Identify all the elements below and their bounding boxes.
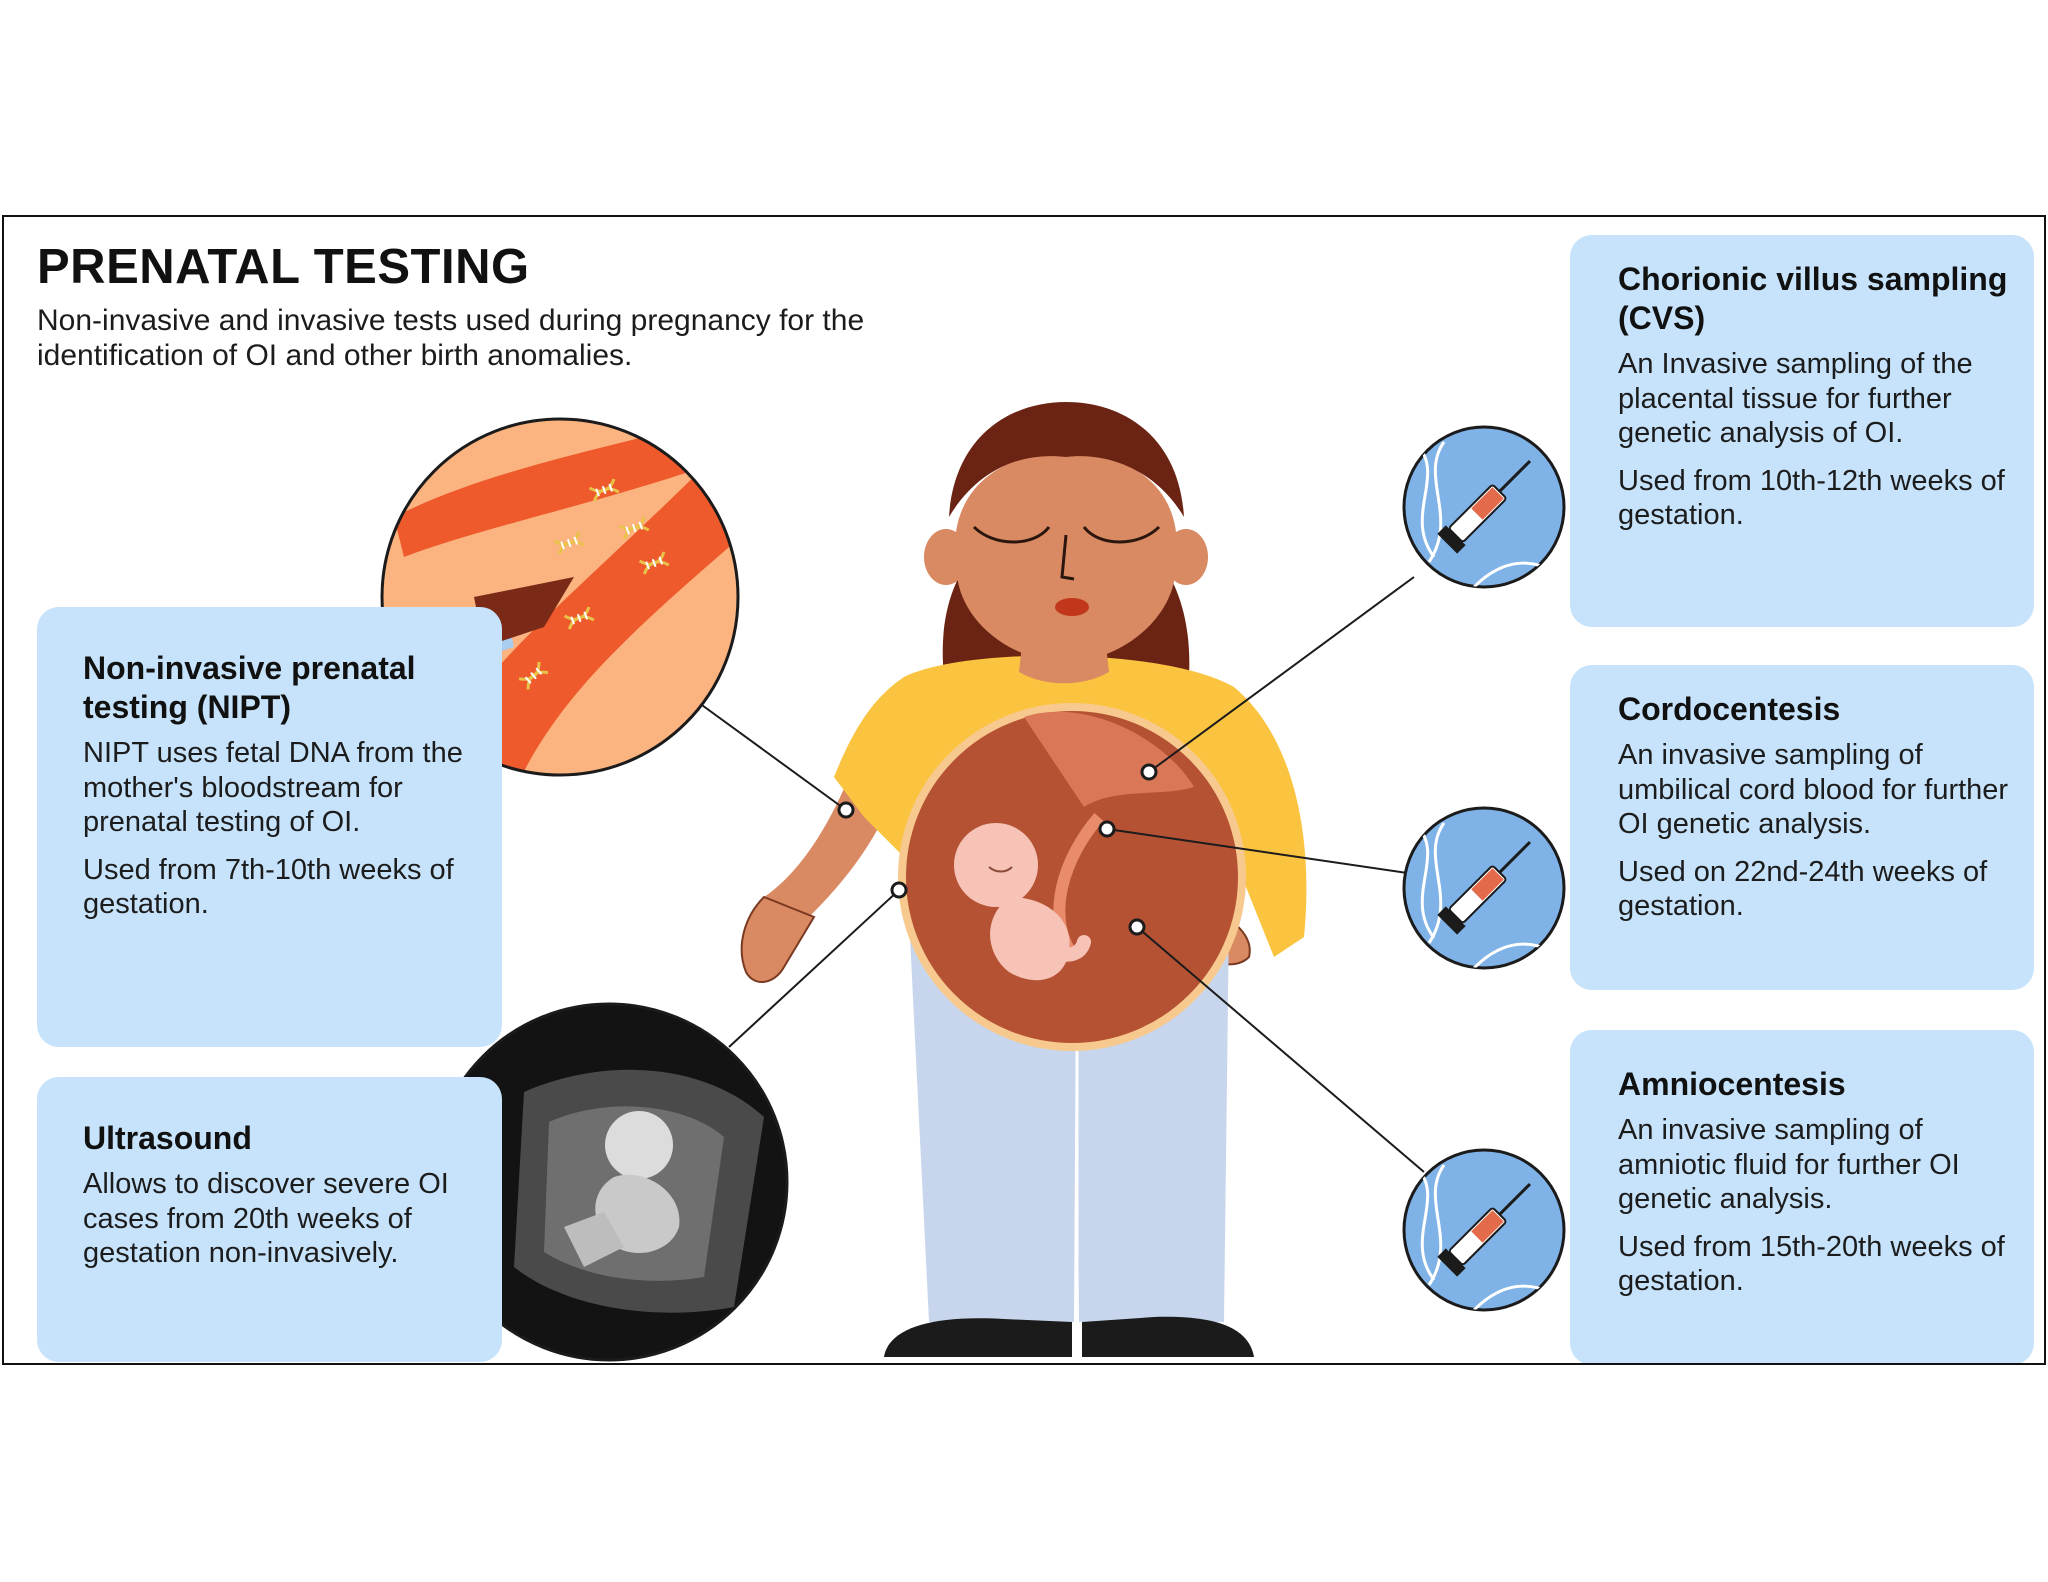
left-eye (972, 525, 1051, 544)
page-title: PRENATAL TESTING (37, 240, 530, 294)
ultrasound-info-box: Ultrasound Allows to discover severe OI … (37, 1077, 502, 1362)
nose (1060, 534, 1075, 581)
ultrasound-description: Allows to discover severe OI cases from … (83, 1168, 449, 1269)
ultrasound-scan-icon (429, 1002, 789, 1362)
cordocentesis-info-box: Cordocentesis An invasive sampling of um… (1570, 665, 2034, 990)
dna-syringe-icon (1402, 425, 1566, 589)
hair-top (949, 402, 1184, 517)
ultrasound-title: Ultrasound (83, 1120, 252, 1156)
amniocentesis-info-box: Amniocentesis An invasive sampling of am… (1570, 1030, 2034, 1363)
cvs-usage: Used from 10th-12th weeks of gestation. (1618, 464, 2005, 532)
nipt-description: NIPT uses fetal DNA from the mother's bl… (83, 737, 463, 838)
dna-syringe-icon (1402, 1148, 1566, 1312)
pregnant-woman-figure (740, 402, 1307, 1357)
nipt-usage: Used from 7th-10th weeks of gestation. (83, 853, 454, 921)
right-eye (1082, 525, 1161, 544)
dna-syringe-icon (1402, 806, 1566, 970)
cvs-description: An Invasive sampling of the placental ti… (1618, 348, 1973, 449)
lips (1055, 598, 1089, 616)
connector-lines (683, 576, 1425, 1173)
cvs-title: Chorionic villus sampling (CVS) (1618, 261, 2008, 336)
left-shoe (884, 1318, 1072, 1357)
placenta (1024, 711, 1194, 807)
left-hand (740, 895, 816, 983)
left-ear (924, 529, 968, 585)
cordocentesis-title: Cordocentesis (1618, 691, 1841, 727)
infographic-frame: PRENATAL TESTING Non-invasive and invasi… (2, 215, 2046, 1365)
cordocentesis-usage: Used on 22nd-24th weeks of gestation. (1618, 855, 1988, 923)
amniocentesis-title: Amniocentesis (1618, 1066, 1846, 1102)
right-shoe (1082, 1316, 1254, 1357)
page-subtitle: Non-invasive and invasive tests used dur… (37, 304, 865, 372)
right-ear (1164, 529, 1208, 585)
cvs-info-box: Chorionic villus sampling (CVS) An Invas… (1570, 235, 2034, 627)
connector-dots (837, 763, 1158, 936)
nipt-info-box: Non-invasive prenatal testing (NIPT) NIP… (37, 607, 502, 1047)
face (956, 452, 1176, 662)
hair (942, 512, 1194, 1047)
nipt-title: Non-invasive prenatal testing (NIPT) (83, 650, 416, 725)
amniocentesis-usage: Used from 15th-20th weeks of gestation. (1618, 1230, 2005, 1298)
amniocentesis-description: An invasive sampling of amniotic fluid f… (1618, 1114, 1960, 1215)
cordocentesis-description: An invasive sampling of umbilical cord b… (1618, 739, 2009, 840)
fetus (954, 823, 1091, 981)
